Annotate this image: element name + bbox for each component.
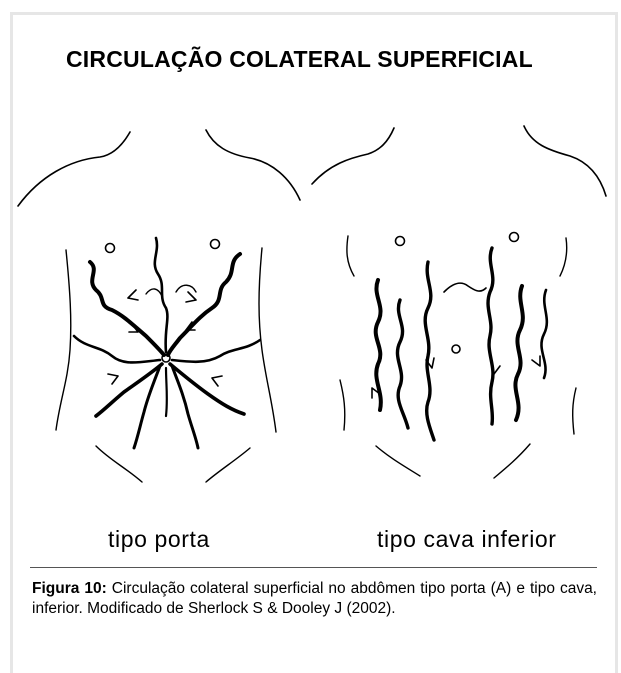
label-tipo-porta: tipo porta bbox=[108, 526, 210, 553]
torso-porta-drawing bbox=[18, 130, 300, 482]
caption-label: Figura 10: bbox=[32, 580, 107, 597]
caption-text: Circulação colateral superficial no abdô… bbox=[32, 580, 597, 617]
torso-cava-drawing bbox=[312, 126, 606, 478]
label-tipo-cava-inferior: tipo cava inferior bbox=[377, 526, 557, 553]
caption-divider bbox=[30, 567, 597, 568]
abdomen-illustration bbox=[0, 0, 621, 520]
figure-caption: Figura 10: Circulação colateral superfic… bbox=[32, 579, 597, 619]
